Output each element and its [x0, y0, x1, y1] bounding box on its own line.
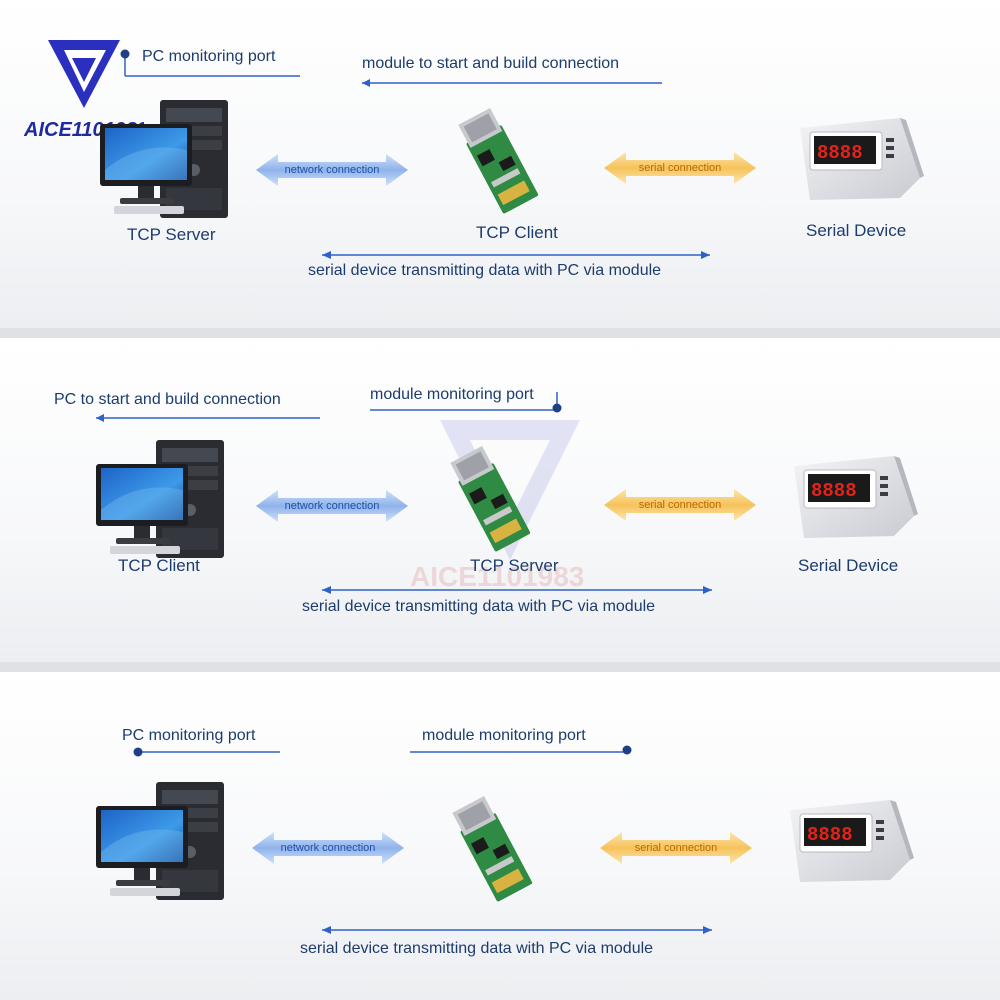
network-module-icon	[450, 795, 533, 903]
serial-arrow	[604, 489, 756, 521]
data-flow-label: serial device transmitting data with PC …	[302, 598, 656, 615]
desktop-computer-icon	[96, 782, 224, 900]
serial-connection-label: serial connection	[634, 842, 718, 854]
serial-connection-label: serial connection	[638, 499, 722, 511]
module-connect-label: module to start and build connection	[362, 55, 620, 72]
module-port-label: module monitoring port	[370, 386, 534, 403]
network-connection-label: network connection	[284, 164, 380, 176]
network-arrow	[256, 490, 408, 522]
data-flow-label: serial device transmitting data with PC …	[300, 940, 654, 957]
svg-text:AICE1101983: AICE1101983	[410, 561, 584, 590]
serial-connection-label: serial connection	[638, 162, 722, 174]
serial-arrow	[600, 832, 752, 864]
pc-port-label: PC monitoring port	[142, 48, 276, 65]
pc-caption: TCP Client	[118, 556, 200, 575]
network-connection-label: network connection	[284, 500, 380, 512]
weighing-indicator-icon	[789, 799, 915, 883]
module-caption: TCP Server	[470, 556, 559, 575]
device-caption: Serial Device	[806, 221, 907, 240]
pc-caption: TCP Server	[127, 225, 216, 244]
module-port-label: module monitoring port	[422, 727, 586, 744]
pc-port-label: PC monitoring port	[122, 727, 256, 744]
network-arrow	[252, 832, 404, 864]
device-caption: Serial Device	[798, 556, 899, 575]
network-connection-label: network connection	[280, 842, 376, 854]
data-flow-label: serial device transmitting data with PC …	[308, 262, 662, 279]
serial-arrow	[604, 152, 756, 184]
network-arrow	[256, 154, 408, 186]
module-caption: TCP Client	[476, 223, 558, 242]
pc-connect-label: PC to start and build connection	[54, 391, 281, 408]
